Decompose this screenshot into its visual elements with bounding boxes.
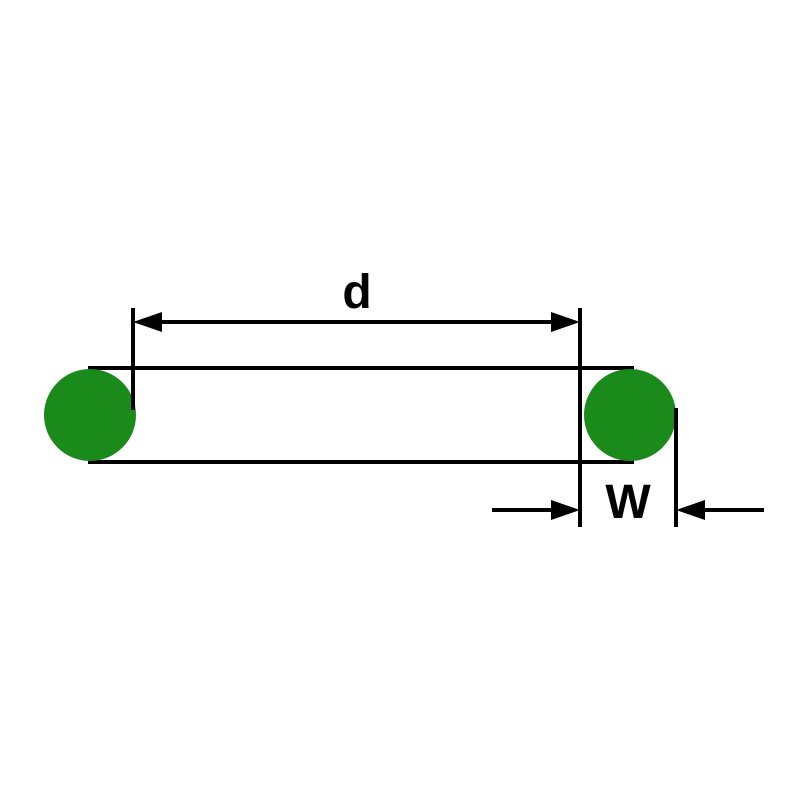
w-arrowhead-right-icon: [676, 500, 705, 520]
d-arrowhead-right-icon: [551, 312, 580, 332]
inner-diameter-label: d: [342, 266, 371, 319]
oring-cross-section-right: [584, 369, 676, 461]
w-arrowhead-left-icon: [551, 500, 580, 520]
cross-section-width-label: W: [605, 476, 651, 529]
d-arrowhead-left-icon: [133, 312, 162, 332]
oring-cross-section-left: [44, 369, 136, 461]
